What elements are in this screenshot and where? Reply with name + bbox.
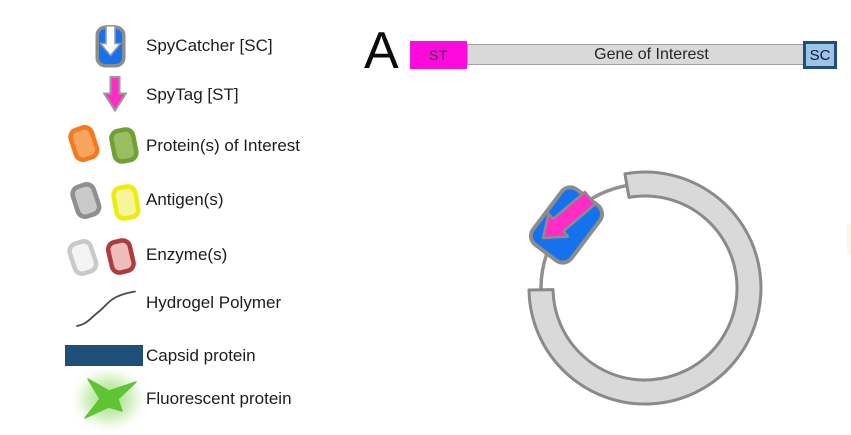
legend-item-hydrogel-polymer: Hydrogel Polymer	[146, 293, 282, 312]
cropped-panel-edge	[847, 224, 851, 254]
spytag-arrow-in-ring-icon	[541, 190, 597, 240]
hydrogel-polymer-curve-icon	[76, 290, 136, 327]
enzyme-cylinder-white-icon	[67, 239, 99, 276]
fluorescent-protein-star-icon	[80, 374, 138, 424]
spycatcher-sc-box: SC	[803, 41, 837, 69]
gene-of-interest-bar: Gene of Interest	[467, 44, 836, 65]
protein-cylinder-green-icon	[109, 127, 139, 164]
legend-item-fluorescent-protein: Fluorescent protein	[146, 389, 292, 408]
antigen-cylinder-yellow-icon	[111, 184, 141, 221]
legend-item-spytag: SpyTag [ST]	[146, 85, 239, 104]
plasmid-ring-diagram	[527, 170, 763, 406]
protein-cylinder-orange-icon	[68, 125, 100, 162]
spytag-st-box: ST	[410, 41, 467, 69]
spycatcher-icon	[95, 25, 126, 68]
legend-item-spycatcher: SpyCatcher [SC]	[146, 36, 273, 55]
capsid-arc-band	[527, 170, 763, 406]
legend-item-antigens: Antigen(s)	[146, 190, 224, 209]
panel-a-label: A	[364, 22, 399, 80]
capsid-protein-swatch	[65, 345, 143, 366]
antigen-cylinder-gray-icon	[70, 182, 102, 219]
enzyme-cylinder-red-icon	[105, 238, 136, 275]
spytag-arrow-icon	[103, 76, 127, 112]
legend-item-proteins-of-interest: Protein(s) of Interest	[146, 136, 301, 155]
legend-item-enzymes: Enzyme(s)	[146, 245, 228, 264]
legend-item-capsid-protein: Capsid protein	[146, 346, 256, 365]
